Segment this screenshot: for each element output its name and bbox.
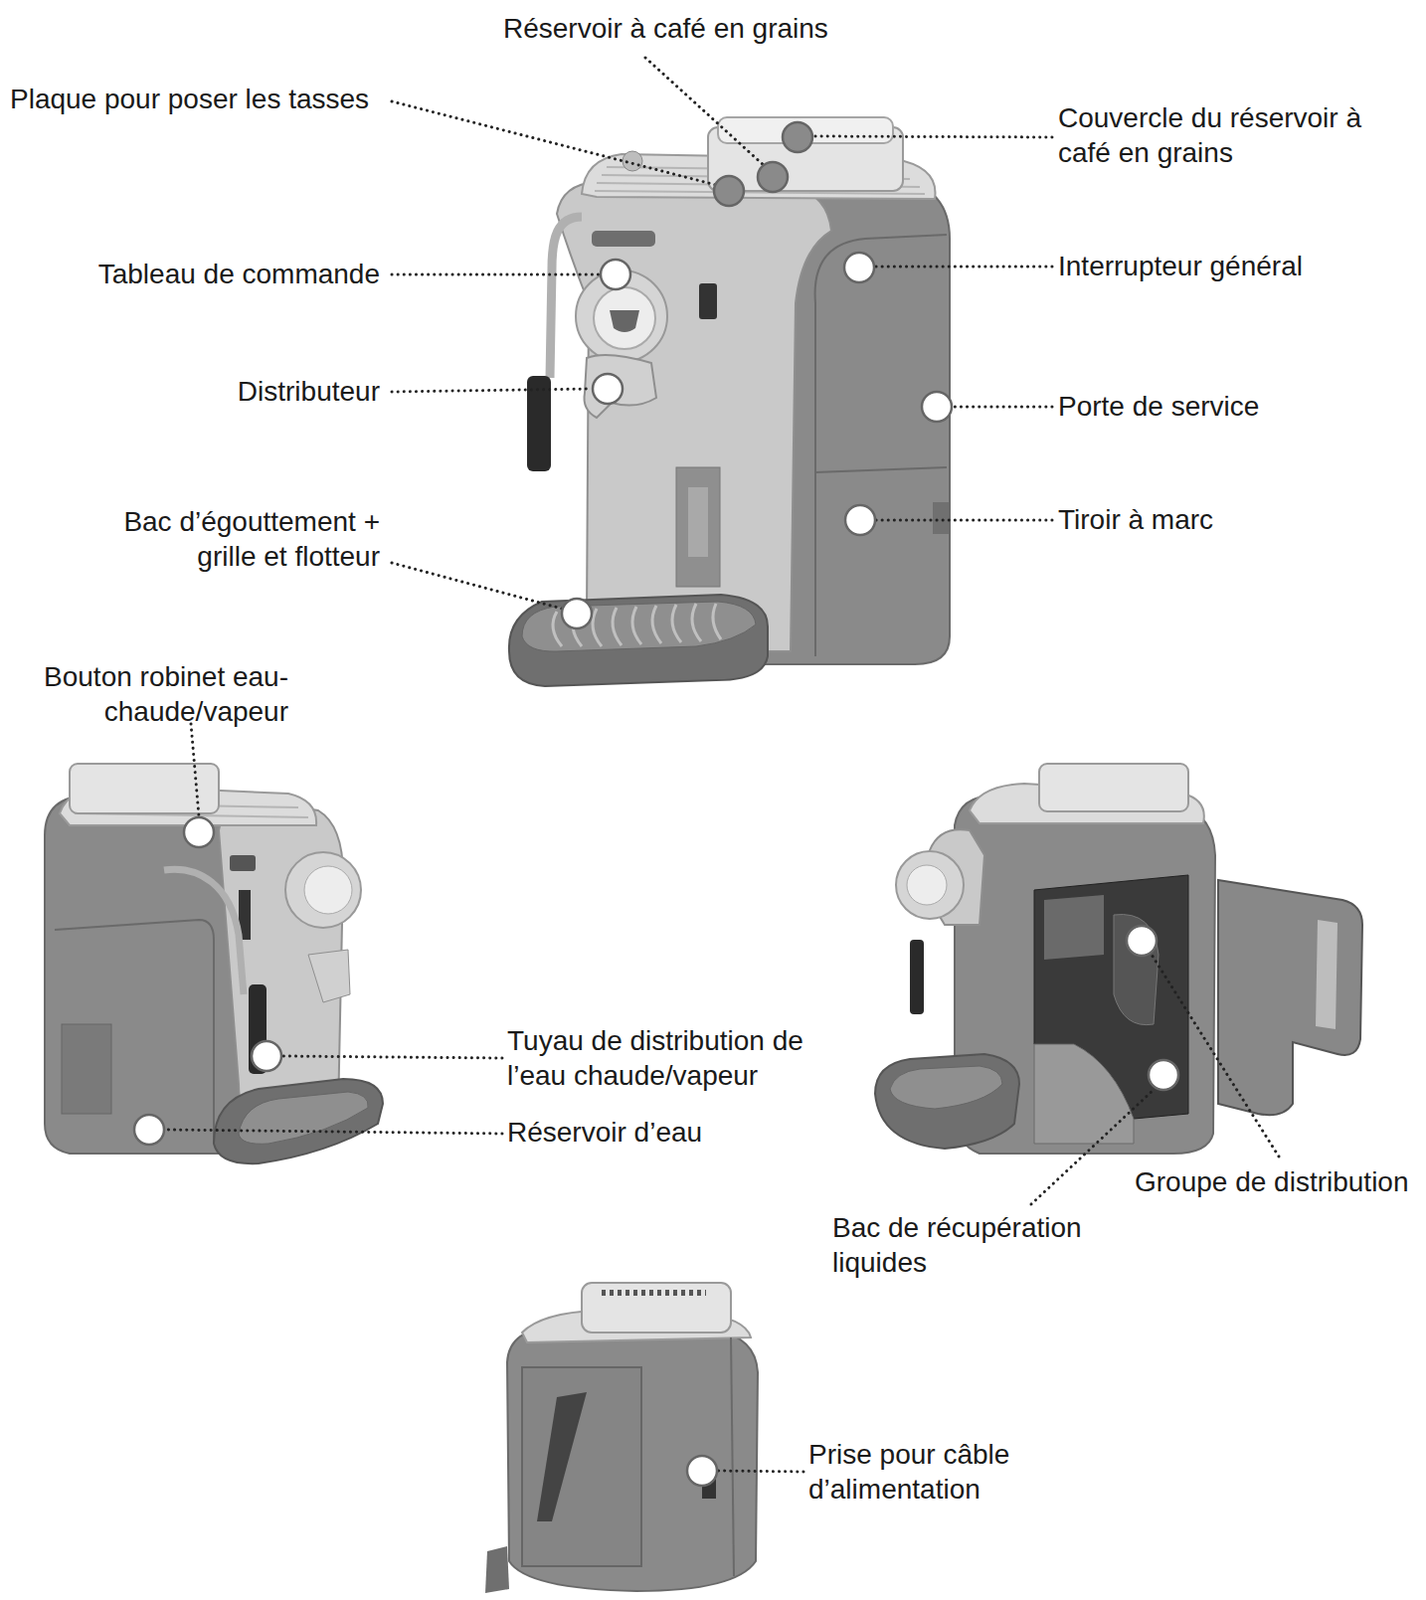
callout-markers-shape: [1148, 1060, 1179, 1090]
callout-markers-shape: [592, 373, 623, 404]
part-label: Bac d’égouttement + grille et flotteur: [96, 504, 380, 574]
machine-open-view-shape: [1034, 1044, 1134, 1144]
callout-markers-shape: [183, 817, 214, 848]
machine-back-view-shape: [536, 1392, 587, 1522]
callout-markers-shape: [782, 122, 813, 153]
machine-front-view: [509, 117, 950, 687]
machine-open-view-shape: [906, 865, 947, 905]
part-label: Réservoir d’eau: [507, 1114, 703, 1150]
machine-open-view-shape: [1039, 763, 1189, 812]
callout-markers-shape: [251, 1041, 282, 1071]
machine-front-view-shape: [556, 181, 832, 652]
machine-side-view-shape: [308, 949, 351, 1003]
part-label: Porte de service: [1058, 388, 1259, 424]
machine-side-view-shape: [285, 852, 361, 928]
machine-open-view-shape: [1044, 894, 1104, 960]
callout-markers-shape: [134, 1114, 165, 1145]
callout-markers-shape: [561, 598, 592, 629]
callout-markers-shape: [600, 259, 631, 290]
leader-lines-shape: [391, 562, 562, 609]
machine-back-view-shape: [485, 1546, 510, 1594]
callout-markers: [134, 122, 1179, 1486]
machine-side-view-shape: [54, 919, 214, 1144]
leader-lines-shape: [282, 1056, 503, 1059]
part-label: Tuyau de distribution de l’eau chaude/va…: [507, 1023, 836, 1093]
leader-lines-shape: [717, 1470, 804, 1472]
part-label: Plaque pour poser les tasses: [9, 81, 369, 117]
machine-back-view-shape: [507, 1327, 758, 1592]
leader-lines-shape: [391, 388, 592, 392]
leader-lines-shape: [1151, 954, 1279, 1157]
machine-back-view-shape: [730, 1337, 734, 1577]
machine-side-view: [44, 763, 383, 1164]
machine-open-view-shape: [875, 1054, 1020, 1149]
machine-open-view-shape: [895, 851, 964, 919]
part-label: Bouton robinet eau- chaude/vapeur: [9, 659, 289, 729]
part-label: Interrupteur général: [1058, 248, 1303, 284]
part-label: Distributeur: [61, 373, 380, 409]
callout-markers-shape: [845, 505, 876, 535]
part-label: Prise pour câble d’alimentation: [808, 1436, 1048, 1507]
part-label: Groupe de distribution: [1134, 1164, 1410, 1200]
machine-front-view-shape: [699, 283, 717, 320]
leader-lines-shape: [391, 273, 600, 277]
part-label: Réservoir à café en grains: [503, 10, 829, 46]
machine-open-view-shape: [1113, 914, 1159, 1026]
machine-open-view: [875, 763, 1363, 1154]
leader-lines-shape: [165, 1129, 503, 1134]
machine-open-view-shape: [1315, 919, 1338, 1030]
machine-back-view-shape: [581, 1282, 731, 1333]
callout-markers-shape: [687, 1455, 717, 1486]
part-label: Couvercle du réservoir à café en grains: [1058, 100, 1387, 171]
callout-markers-shape: [921, 391, 952, 422]
machine-front-view-shape: [815, 467, 947, 473]
machine-open-view-shape: [1218, 880, 1363, 1115]
leader-lines-shape: [391, 101, 716, 185]
leader-lines-shape: [952, 405, 1053, 409]
machine-side-view-shape: [304, 866, 353, 914]
machine-side-view-shape: [213, 1078, 383, 1164]
machine-front-view-shape: [676, 467, 720, 587]
leader-lines-shape: [190, 723, 199, 817]
machine-side-view-shape: [69, 763, 219, 814]
leader-lines-shape: [876, 519, 1053, 523]
machine-front-view-shape: [622, 151, 643, 172]
machine-front-view-shape: [593, 287, 656, 350]
machine-side-view-shape: [229, 855, 256, 872]
machine-front-view-shape: [814, 303, 817, 657]
machine-side-view-shape: [238, 1091, 368, 1144]
part-label: Tiroir à marc: [1058, 502, 1214, 537]
machine-front-view-shape: [609, 310, 640, 333]
machine-front-view-shape: [522, 601, 756, 652]
machine-open-view-shape: [909, 939, 924, 1015]
machine-back-view: [485, 1282, 758, 1594]
callout-markers-shape: [757, 162, 788, 192]
part-label: Tableau de commande: [61, 256, 380, 292]
machine-front-view-shape: [509, 594, 768, 687]
machine-side-view-shape: [164, 869, 244, 995]
machine-back-view-shape: [522, 1367, 642, 1567]
machine-front-view-shape: [584, 355, 658, 418]
machine-open-view-shape: [890, 1066, 1003, 1109]
machine-front-view-shape: [815, 234, 947, 304]
machine-front-view-shape: [932, 502, 949, 535]
machine-front-view-shape: [549, 216, 582, 378]
leader-lines-shape: [813, 136, 1053, 138]
machine-back-view-shape: [601, 1289, 707, 1296]
leader-lines-shape: [645, 57, 766, 168]
part-label: Bac de récupération liquides: [832, 1210, 1111, 1280]
callout-markers-shape: [844, 252, 875, 283]
machine-side-view-shape: [61, 1024, 112, 1114]
callout-markers-shape: [713, 176, 744, 206]
leader-lines-shape: [875, 265, 1053, 269]
machine-front-view-shape: [591, 230, 656, 247]
callout-markers-shape: [1126, 925, 1157, 956]
machine-front-view-shape: [688, 487, 709, 557]
